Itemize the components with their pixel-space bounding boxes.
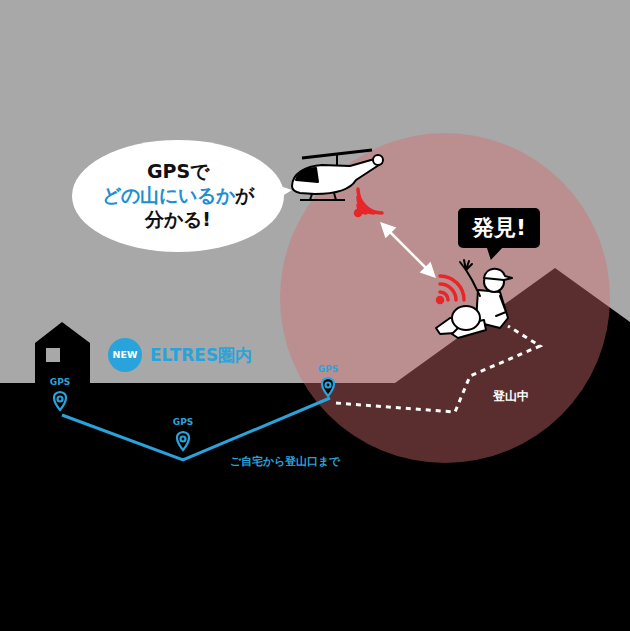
climber [436, 260, 512, 338]
route-label: ご自宅から登山口まで [230, 454, 340, 469]
gps-route [62, 398, 330, 460]
text-line: どの山にいるかが [102, 184, 254, 208]
node-text: 発見! [472, 215, 526, 240]
text-line: NEW [113, 349, 138, 361]
node-text: NEW [113, 349, 138, 360]
search-area [280, 133, 610, 463]
found-callout: 発見! [458, 208, 540, 248]
text-line: 発見! [472, 214, 526, 242]
climbing-route [336, 326, 540, 412]
text-line: 分かる! [145, 208, 211, 232]
node-text: どの山にいるか [102, 184, 235, 206]
text-line: GPSで [147, 160, 209, 184]
node-text: 分かる! [145, 208, 211, 230]
gps-pins [54, 378, 334, 450]
helicopter [292, 150, 383, 200]
gps-label: GPS [318, 364, 338, 374]
node-text: が [235, 184, 254, 206]
coverage-label: ELTRES圏内 [150, 344, 252, 367]
house [35, 322, 90, 383]
gps-label: GPS [50, 377, 70, 387]
new-badge: NEW [108, 338, 142, 372]
climbing-label: 登山中 [493, 388, 529, 405]
speech-bubble: GPSでどの山にいるかが分かる! [72, 140, 284, 252]
house-window [46, 348, 60, 362]
signal-icons [356, 189, 465, 303]
link-arrow [382, 224, 434, 276]
gps-label: GPS [173, 417, 193, 427]
node-text: GPSで [147, 160, 209, 182]
